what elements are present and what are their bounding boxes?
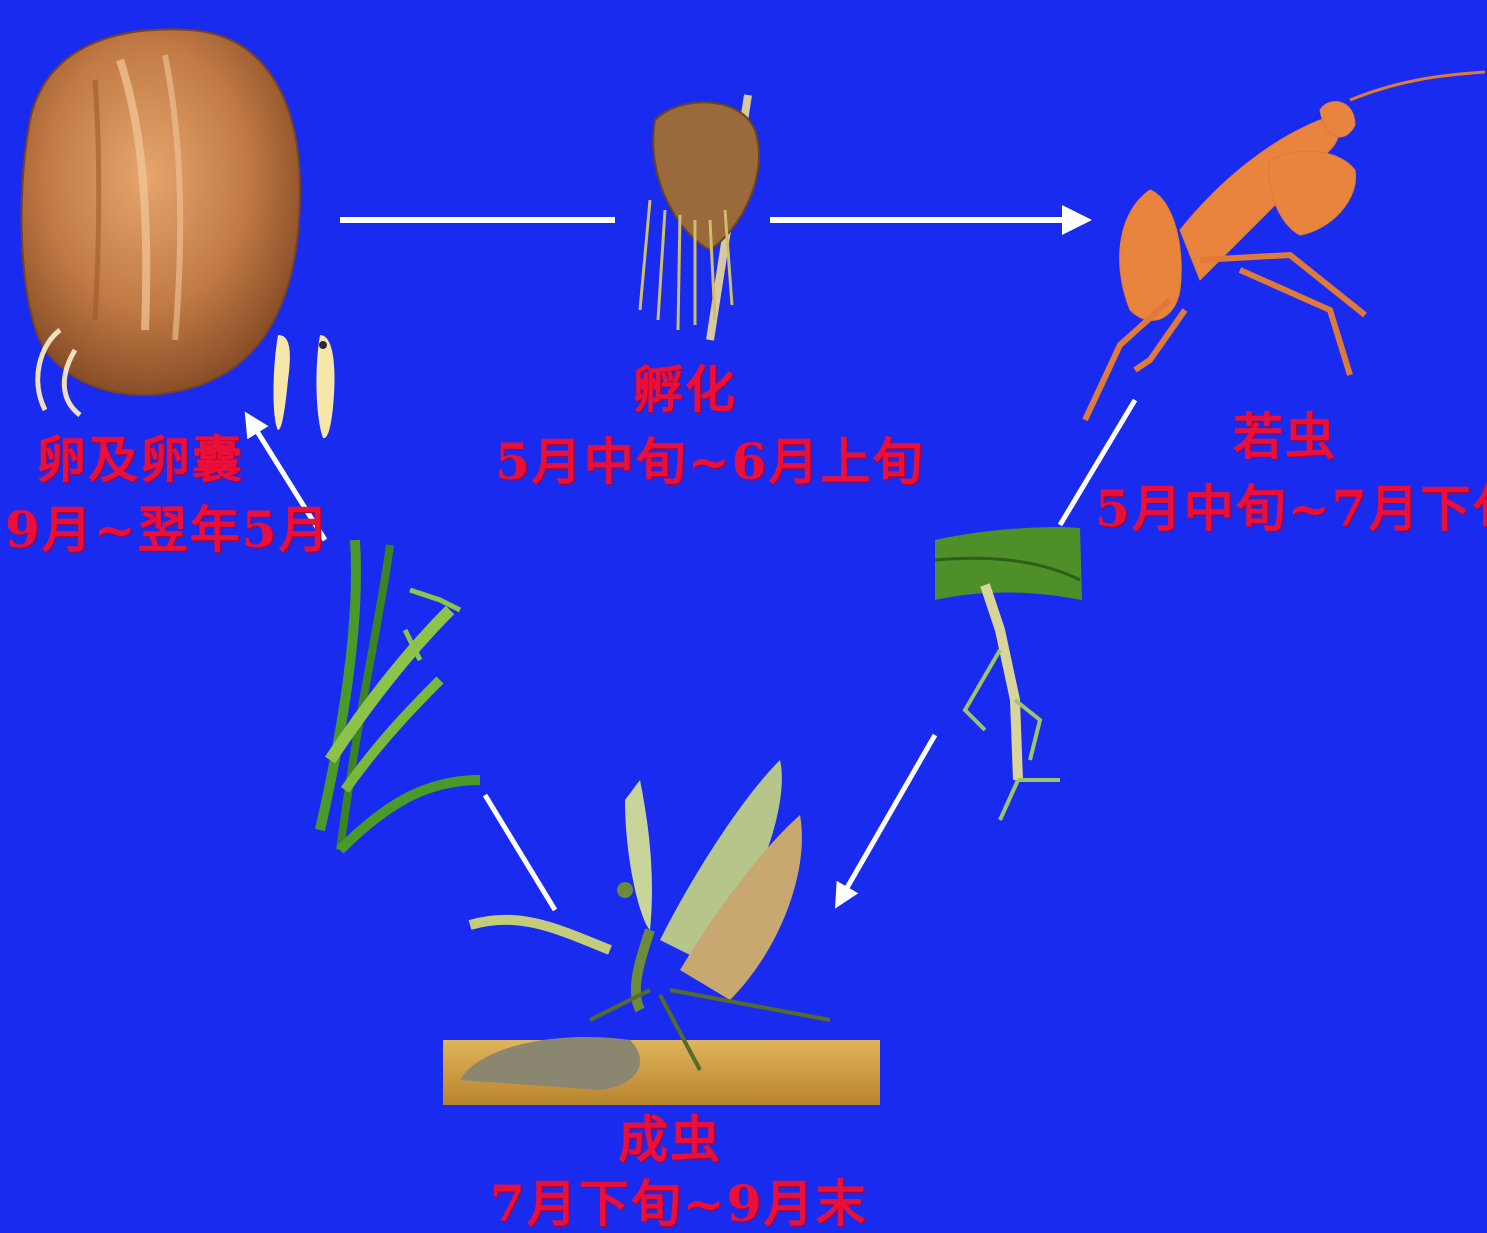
hatching-stage-name: 孵化	[495, 365, 875, 415]
arrow-adult-to-mating	[485, 795, 555, 910]
hatching-ootheca-image	[640, 95, 759, 340]
egg-stage-label: 卵及卵囊 9月~翌年5月	[5, 435, 275, 555]
egg-larvae-image	[274, 335, 335, 438]
hatching-stage-period: 5月中旬~6月上旬	[495, 437, 875, 487]
nymph-stage-period: 5月中旬~7月下旬	[1095, 484, 1475, 534]
adult-mantis-image	[443, 760, 880, 1105]
hatching-stage-label: 孵化 5月中旬~6月上旬	[495, 365, 875, 487]
adult-stage-label: 成虫 7月下旬~9月末	[490, 1115, 850, 1229]
mating-mantis-image	[320, 540, 480, 850]
adult-stage-name: 成虫	[490, 1115, 850, 1165]
adult-stage-period: 7月下旬~9月末	[490, 1179, 850, 1229]
nymph-stage-label: 若虫 5月中旬~7月下旬	[1095, 412, 1475, 534]
molting-nymph-image	[935, 527, 1082, 820]
nymph-mantis-image	[1085, 72, 1485, 420]
egg-stage-name: 卵及卵囊	[5, 435, 275, 485]
arrow-molting-to-adult	[840, 735, 935, 900]
egg-case-image	[22, 29, 300, 415]
nymph-stage-name: 若虫	[1095, 412, 1475, 462]
egg-stage-period: 9月~翌年5月	[5, 505, 275, 555]
